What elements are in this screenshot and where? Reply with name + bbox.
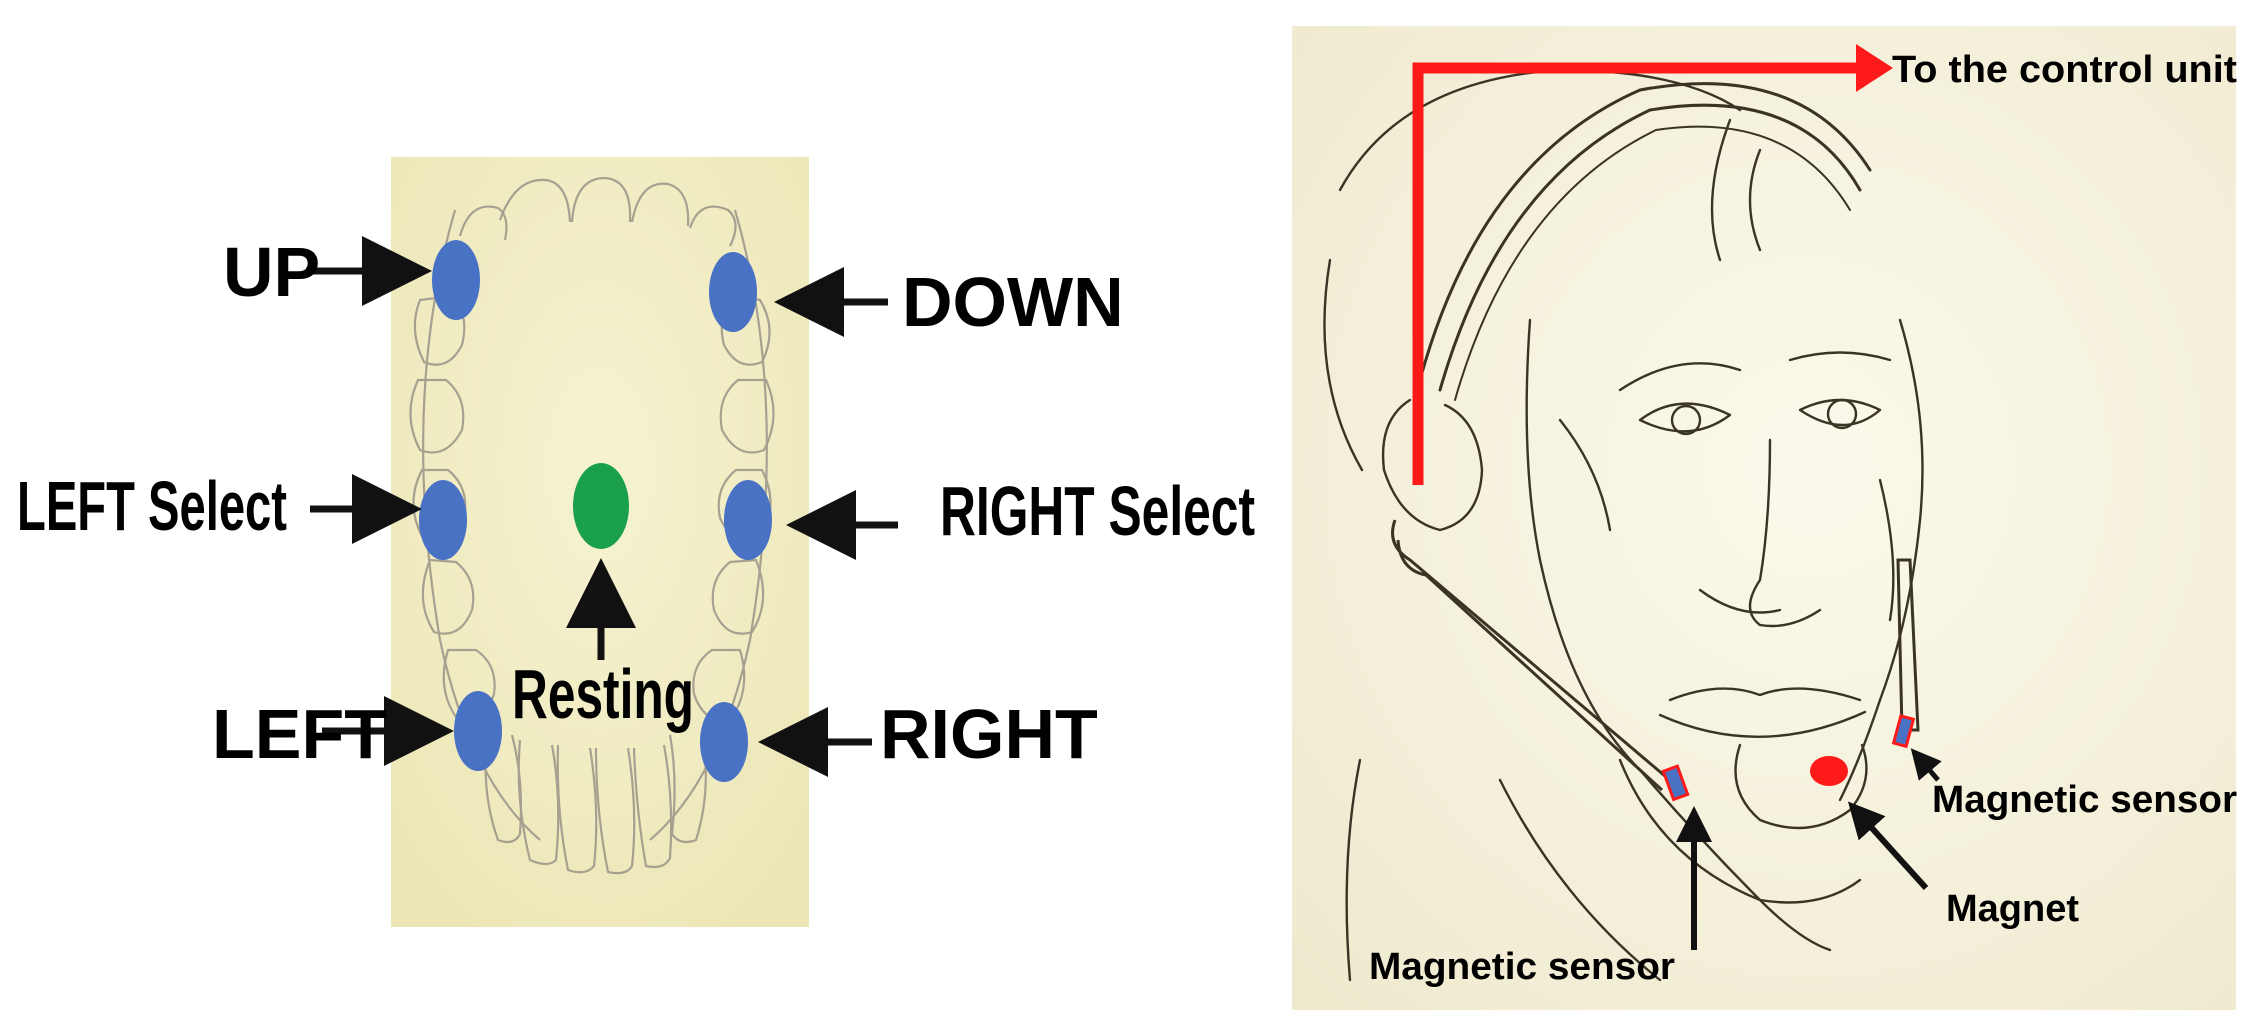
head-arrows xyxy=(1676,748,1942,950)
label-right-select: RIGHT Select xyxy=(940,472,1255,550)
control-unit-connection xyxy=(1412,44,1893,485)
sensor-right-arrow xyxy=(1910,748,1942,782)
label-resting: Resting xyxy=(512,655,694,733)
magnetic-sensor-left xyxy=(1661,764,1690,802)
magnet-arrow xyxy=(1847,801,1929,891)
up-point xyxy=(432,240,480,320)
label-magnetic-sensor-right: Magnetic sensor xyxy=(1932,779,2237,821)
right-point xyxy=(700,702,748,782)
mouth-arrows xyxy=(306,236,898,777)
label-down: DOWN xyxy=(902,263,1124,341)
label-left: LEFT xyxy=(212,695,387,773)
label-control-unit: To the control unit xyxy=(1892,49,2237,91)
label-right: RIGHT xyxy=(880,695,1098,773)
right-select-point xyxy=(724,480,772,560)
label-up: UP xyxy=(223,233,320,311)
magnet xyxy=(1810,756,1848,786)
mouth-diagram: UP DOWN LEFT Select RIGHT Select LEFT RI… xyxy=(17,157,1255,927)
label-left-select: LEFT Select xyxy=(17,467,287,545)
head-diagram: To the control unit Magnetic sensor Magn… xyxy=(1292,26,2237,1010)
left-select-point xyxy=(419,480,467,560)
control-line xyxy=(1412,62,1858,485)
left-point xyxy=(454,691,502,771)
resting-point xyxy=(573,463,629,549)
head-panel xyxy=(1292,26,2236,1010)
magnetic-sensor-right xyxy=(1891,714,1916,749)
label-magnetic-sensor-left: Magnetic sensor xyxy=(1369,946,1675,988)
label-magnet: Magnet xyxy=(1946,888,2079,930)
control-arrowhead xyxy=(1856,44,1893,92)
down-point xyxy=(709,252,757,332)
